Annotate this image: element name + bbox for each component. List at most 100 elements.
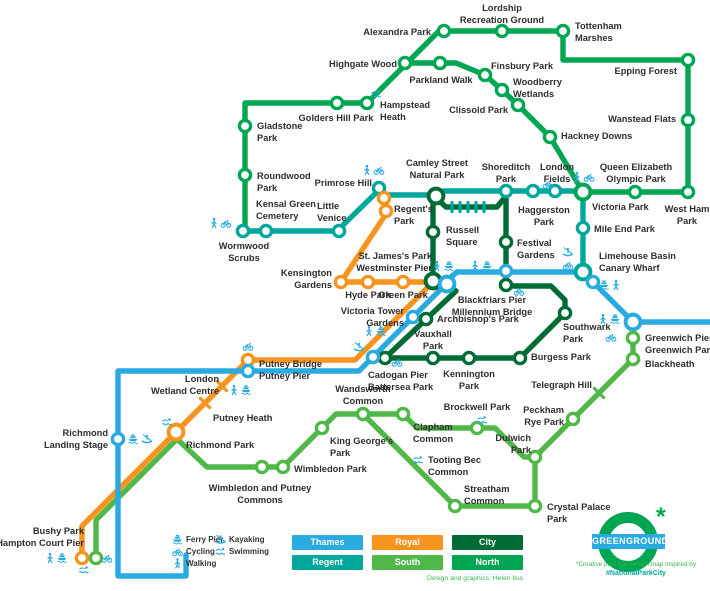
roundel-bar: GREENGROUND: [592, 534, 668, 549]
station-parkland-walk: [432, 55, 448, 71]
station-kensal-green-cemetery: [258, 223, 274, 239]
station-label: Alexandra Park: [363, 27, 432, 37]
station-russell-square: [425, 224, 441, 240]
station-west-ham-park: [680, 184, 696, 200]
ferry-icon: [443, 260, 455, 271]
tick-station: [198, 396, 212, 410]
walk-icon: [211, 217, 217, 229]
station-label: Epping Forest: [615, 66, 678, 76]
station-london-fields: [547, 183, 563, 199]
walk-icon: [174, 558, 181, 569]
station-label: Brockwell Park: [444, 402, 511, 412]
station-burgess-park: [512, 350, 528, 366]
station-bushy-park-royal: [74, 550, 90, 566]
station-victoria-park: [573, 182, 593, 202]
activity-label: Walking: [186, 559, 217, 568]
station-queen-elizabeth-olympic-park: [627, 184, 643, 200]
station-southwark-park: [557, 305, 573, 321]
swim-icon: [412, 455, 424, 464]
station-roundwood-park: [237, 167, 253, 183]
station-gladstone-park: [237, 118, 253, 134]
station-label: Wimbledon Park: [294, 464, 368, 474]
station-tottenham-marshes: [555, 23, 571, 39]
station-label: Parkland Walk: [409, 75, 473, 85]
station-shoreditch-park: [498, 183, 514, 199]
cycle-icon: [242, 342, 254, 351]
ferry-icon: [56, 552, 68, 563]
kayak-icon: [141, 433, 153, 444]
station-festival-gardens: [498, 234, 514, 250]
station-green-park: [395, 274, 411, 290]
station-peckham-rye-park: [565, 411, 581, 427]
station-wormwood-scrubs: [235, 223, 251, 239]
station-finsbury-park: [477, 67, 493, 83]
footnote-line1: *Creative park connection map inspired b…: [575, 561, 697, 568]
station-dulwich-park: [527, 449, 543, 465]
line-royal: [79, 191, 436, 561]
tick-station: [592, 386, 606, 400]
ferry-icon: [172, 534, 183, 545]
swim-icon: [476, 415, 488, 424]
cycle-icon: [583, 173, 595, 182]
walk-icon: [613, 279, 619, 291]
station-clissold-park: [510, 97, 526, 113]
ferry-icon: [598, 279, 610, 290]
ferry-icon: [127, 433, 139, 444]
station-limehouse-pier: [585, 274, 601, 290]
station-greenwich-park: [625, 330, 641, 346]
station-label: Mile End Park: [594, 224, 656, 234]
station-putney-pier: [240, 363, 256, 379]
station-richmond-landing-stage: [110, 431, 126, 447]
station-label: Golders Hill Park: [299, 113, 375, 123]
station-bushy-park-south: [88, 550, 104, 566]
station-golders-hill-park: [329, 95, 345, 111]
legend-activity-walk: Walking: [172, 558, 216, 569]
station-wanstead-flats: [680, 112, 696, 128]
legend-line-city: City: [452, 535, 523, 550]
station-label: Hyde Park: [345, 290, 391, 300]
station-brockwell-park: [469, 420, 485, 436]
station-label: Wanstead Flats: [608, 114, 676, 124]
station-label: Victoria Park: [592, 202, 650, 212]
cycle-icon: [220, 219, 232, 228]
station-label: Blackheath: [645, 359, 695, 369]
station-hyde-park: [360, 274, 376, 290]
station-vauxhall-park: [425, 350, 441, 366]
station-label: Finsbury Park: [491, 61, 554, 71]
cycle-icon: [562, 261, 574, 270]
legend-line-royal: Royal: [372, 535, 443, 550]
station-wandsworth-common: [355, 406, 371, 422]
station-label: Archbishop's Park: [437, 314, 520, 324]
station-label: Richmond Park: [186, 440, 255, 450]
station-label: Burgess Park: [531, 352, 592, 362]
station-regents-park: [378, 203, 394, 219]
station-label: Telegraph Hill: [531, 380, 592, 390]
walk-icon: [364, 164, 370, 176]
walk-icon: [231, 384, 237, 396]
swim-icon: [215, 547, 226, 555]
